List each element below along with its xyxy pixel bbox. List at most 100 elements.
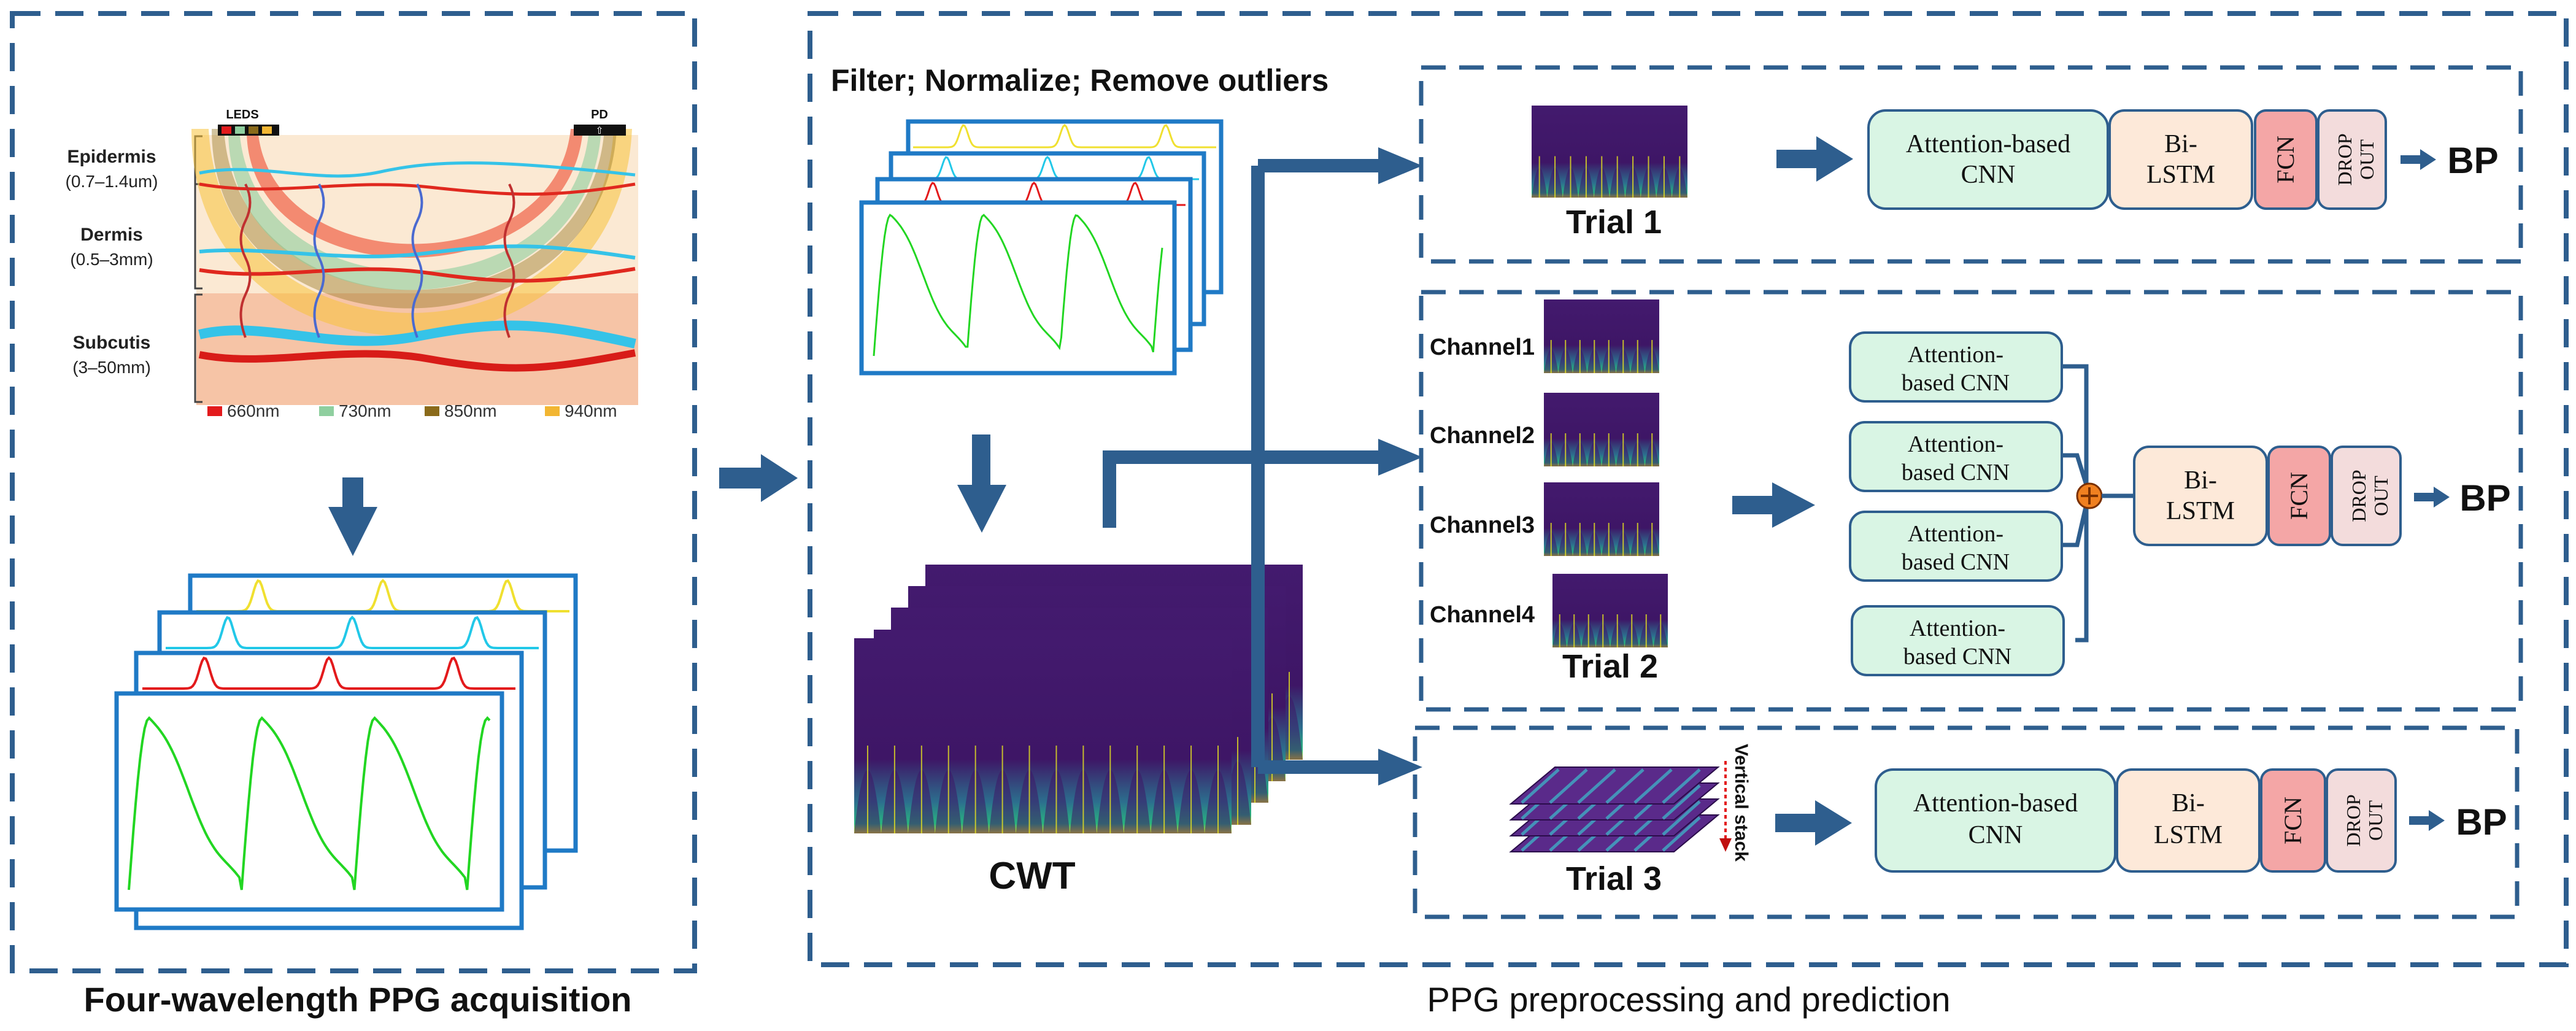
trial2-label: Trial 2: [1562, 648, 1658, 685]
trial3-stack-label: Vertical stack: [1731, 744, 1751, 862]
trial3-attention-cnn-line2: CNN: [1969, 821, 2023, 849]
pd-bar: [574, 125, 626, 136]
legend-label-940: 940nm: [565, 401, 617, 420]
trial2-channel-scalograms: [1544, 299, 1668, 647]
trial3-dropout-line2: OUT: [2364, 800, 2386, 841]
trial3-fcn-label: FCN: [2279, 797, 2307, 844]
trial2-bilstm-line2: LSTM: [2166, 497, 2235, 525]
right-panel-frame: [808, 11, 2569, 967]
legend-label-660: 660nm: [227, 401, 280, 420]
vessel-red-top: [199, 182, 636, 196]
trial1-input-arrow: [1776, 136, 1853, 182]
trial2-output-bp: BP: [2459, 477, 2510, 519]
trial3-bilstm-line1: Bi-: [2172, 789, 2205, 817]
skin-diagram: ⇧ LEDS PD Epidermis (0.7–1.4um) Dermis (…: [66, 108, 638, 420]
capillary-3: [411, 183, 423, 338]
trial2-input-arrow: [1732, 482, 1815, 528]
trial3-stack-layer-4: [1509, 766, 1720, 805]
pd-arrow-icon: ⇧: [595, 126, 603, 136]
trial2-channel1-label: Channel1: [1430, 334, 1535, 360]
trial3-output-bp: BP: [2456, 801, 2507, 843]
trial2-dropout-line2: OUT: [2370, 476, 2392, 516]
vessel-cyan-top: [199, 161, 636, 178]
trial3-stack-arrowhead: [1719, 838, 1732, 852]
trial3-layer-ridge: [1662, 784, 1701, 820]
vessel-cyan-mid: [199, 244, 636, 260]
trial1-attention-cnn-line2: CNN: [1961, 161, 2016, 189]
trial3-layer-ridge: [1662, 816, 1701, 852]
trial3-layer-ridge: [1577, 768, 1616, 804]
right-panel-caption: PPG preprocessing and prediction: [1427, 980, 1951, 1019]
capillary-1: [239, 183, 252, 338]
trial2-dropout-line1: DROP: [2348, 469, 2370, 522]
trial1-attention-cnn-line1: Attention-based: [1906, 130, 2070, 158]
trial1-frame: [1419, 65, 2523, 264]
trial3-layer-ridge: [1521, 768, 1560, 804]
trial2-dropout-block: [2331, 446, 2402, 546]
subcutis-bracket: [194, 293, 202, 403]
trial2-output-arrow: [2414, 487, 2450, 508]
clean-ppg-frame-660-wave: [873, 214, 1163, 357]
clean-ppg-frame-730-wave: [882, 182, 1186, 206]
layer-range-subcutis: (3–50mm): [72, 358, 151, 377]
branch-arrows: [1103, 159, 1381, 774]
trial2-merge-lines: [2063, 364, 2089, 643]
trial3-layer-ridge: [1662, 800, 1701, 836]
trial2-channel1-scalogram: [1544, 299, 1659, 373]
legend-swatch-940: [545, 406, 560, 416]
trial2-attention-cnn-block-4: Attention-based CNN: [1851, 605, 2065, 676]
trial3-vertical-stack: [1509, 766, 1720, 852]
trial3-frame: [1413, 725, 2520, 919]
trial1-fcn-label: FCN: [2272, 136, 2299, 183]
trial2-attention-cnn-box: [1849, 421, 2063, 492]
trial2-attention-cnn-line2: based CNN: [1902, 549, 2010, 575]
pd-label: PD: [591, 108, 608, 122]
trial1-bilstm-line1: Bi-: [2164, 130, 2197, 158]
trial2-attention-cnn-line1: Attention-: [1910, 616, 2005, 641]
trial2-frame: [1419, 290, 2523, 712]
layer-range-epidermis: (0.7–1.4um): [66, 172, 158, 191]
led-730: [235, 126, 245, 134]
trial2-bilstm-block: [2133, 446, 2268, 546]
cwt-layer-5: [854, 638, 1232, 833]
arrowhead-trial2: [1378, 439, 1422, 476]
layer-range-dermis: (0.5–3mm): [70, 250, 153, 269]
trial3-dropout-block: [2326, 768, 2397, 873]
down-arrow-cwt: [957, 434, 1006, 533]
layer-name-dermis: Dermis: [80, 225, 143, 245]
ppg-frame-660: [114, 691, 504, 912]
trial2-attention-cnn-block-3: Attention-based CNN: [1849, 511, 2063, 582]
trial3-layer-ridge: [1662, 768, 1701, 804]
trial2-attention-cnn-box: [1851, 605, 2065, 676]
vessel-red-deep: [198, 349, 636, 372]
legend-swatch-660: [207, 406, 222, 416]
trial2-channel3-label: Channel3: [1430, 512, 1535, 538]
trial3-input-arrow: [1775, 800, 1852, 846]
ppg-frame-850-wave: [166, 616, 539, 649]
trial3-bilstm-line2: LSTM: [2154, 821, 2223, 849]
capillary-4: [503, 183, 515, 338]
arrowhead-trial3: [1378, 749, 1422, 786]
legend-label-730: 730nm: [339, 401, 391, 420]
legend-swatch-730: [319, 406, 334, 416]
subcutis-layer: [196, 293, 638, 405]
trial2-attention-cnn-line1: Attention-: [1908, 431, 2003, 457]
legend-swatch-850: [425, 406, 439, 416]
trial2-channel4-scalogram: [1552, 574, 1668, 647]
vessel-red-mid: [199, 267, 636, 283]
trial1-attention-cnn-block: [1867, 109, 2109, 210]
left-panel-frame: [10, 11, 697, 973]
trial1-scalogram: [1532, 106, 1687, 198]
led-850: [249, 126, 258, 134]
trial3-fcn-block: [2260, 768, 2326, 873]
legend-label-850: 850nm: [444, 401, 497, 420]
layer-name-subcutis: Subcutis: [73, 333, 151, 353]
trial2-bilstm-line1: Bi-: [2184, 466, 2217, 495]
trial2-attention-cnn-block-2: Attention-based CNN: [1849, 421, 2063, 492]
trial3-layer-ridge: [1633, 768, 1673, 804]
trial3-bilstm-block: [2116, 768, 2261, 873]
trial2-attention-cnn-box: [1849, 511, 2063, 582]
trial1-fcn-block: [2254, 109, 2318, 210]
